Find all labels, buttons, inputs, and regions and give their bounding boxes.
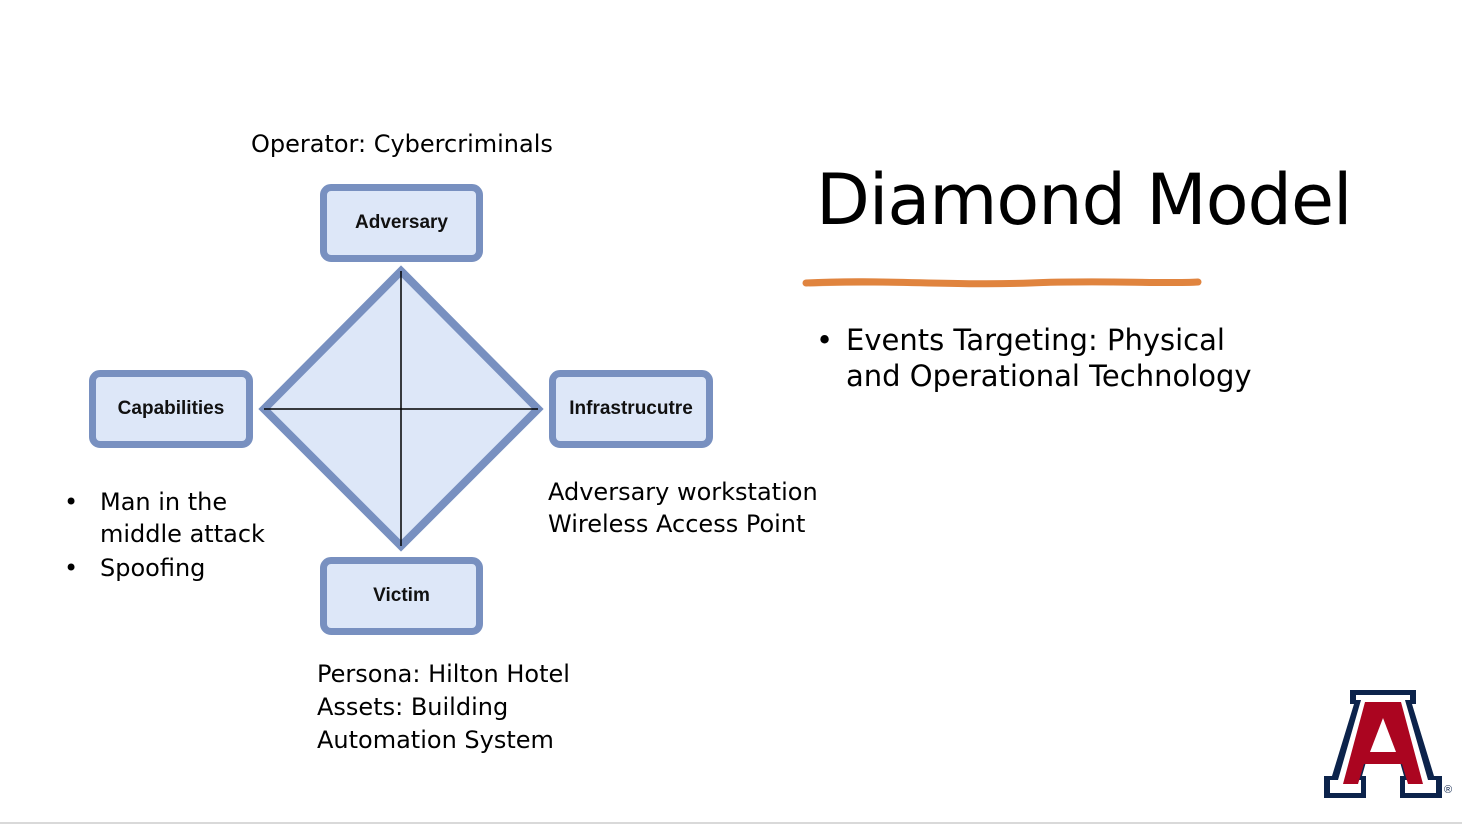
- node-capabilities: Capabilities: [89, 370, 253, 448]
- victim-annotation-line: Assets: Building: [317, 693, 509, 721]
- victim-annotation-line: Automation System: [317, 726, 554, 754]
- node-adversary: Adversary: [320, 184, 483, 262]
- node-victim: Victim: [320, 557, 483, 635]
- block-a-logo-icon: [1324, 690, 1442, 798]
- infrastructure-annotation-line: Adversary workstation: [548, 478, 818, 506]
- victim-annotation-line: Persona: Hilton Hotel: [317, 660, 570, 688]
- list-item: Spoofing: [64, 552, 324, 584]
- university-logo: ®: [1322, 690, 1458, 802]
- node-adversary-label: Adversary: [355, 212, 448, 233]
- slide-bottom-border: [0, 822, 1462, 824]
- operator-annotation: Operator: Cybercriminals: [251, 130, 553, 158]
- node-infrastructure-label: Infrastrucutre: [569, 398, 693, 419]
- node-infrastructure: Infrastrucutre: [549, 370, 713, 448]
- node-capabilities-label: Capabilities: [117, 398, 225, 419]
- title-underline: [802, 278, 1202, 288]
- infrastructure-annotation: Adversary workstation Wireless Access Po…: [548, 476, 818, 540]
- list-item: Events Targeting: Physical and Operation…: [816, 322, 1286, 394]
- capabilities-annotation-list: Man in the middle attack Spoofing: [64, 486, 324, 584]
- capability-item-text: Spoofing: [100, 554, 206, 582]
- slide-title: Diamond Model: [816, 159, 1352, 241]
- node-victim-label: Victim: [373, 585, 430, 606]
- infrastructure-annotation-line: Wireless Access Point: [548, 510, 806, 538]
- victim-annotation: Persona: Hilton Hotel Assets: Building A…: [317, 658, 570, 757]
- events-list: Events Targeting: Physical and Operation…: [816, 322, 1286, 394]
- capability-item-text: Man in the middle attack: [100, 488, 265, 548]
- events-item-text: Events Targeting: Physical and Operation…: [846, 323, 1252, 393]
- list-item: Man in the middle attack: [64, 486, 324, 550]
- registered-mark: ®: [1444, 784, 1453, 796]
